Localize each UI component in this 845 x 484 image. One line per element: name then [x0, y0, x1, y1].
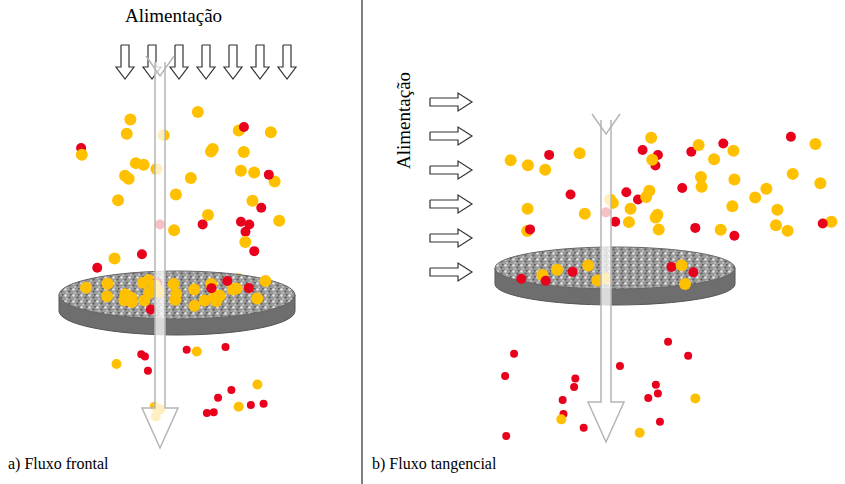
panel-caption: b) Fluxo tangencial [372, 455, 496, 473]
flow-arrow-tail [146, 56, 174, 76]
particles [76, 106, 285, 285]
membrane [495, 247, 735, 305]
particles [505, 147, 665, 237]
feed-arrow [430, 161, 472, 179]
feed-arrow [278, 45, 296, 79]
particles [111, 343, 267, 422]
particles [80, 274, 271, 314]
flow-arrow [142, 62, 178, 448]
flow-arrow [588, 120, 624, 442]
feed-arrow [430, 93, 472, 111]
panel-divider [362, 0, 363, 484]
feed-arrow [430, 263, 472, 281]
feed-label: Alimentação [395, 71, 416, 168]
feed-arrow [197, 45, 215, 79]
feed-label: Alimentação [125, 6, 222, 27]
feed-arrow [251, 45, 269, 79]
feed-arrow [116, 45, 134, 79]
membrane [59, 271, 295, 335]
feed-arrow [224, 45, 242, 79]
panel-caption: a) Fluxo frontal [8, 455, 108, 473]
feed-arrow [430, 195, 472, 213]
feed-arrow [170, 45, 188, 79]
feed-arrow [430, 229, 472, 247]
particles [638, 132, 838, 241]
flow-arrow-tail [592, 114, 620, 134]
feed-arrow [430, 127, 472, 145]
